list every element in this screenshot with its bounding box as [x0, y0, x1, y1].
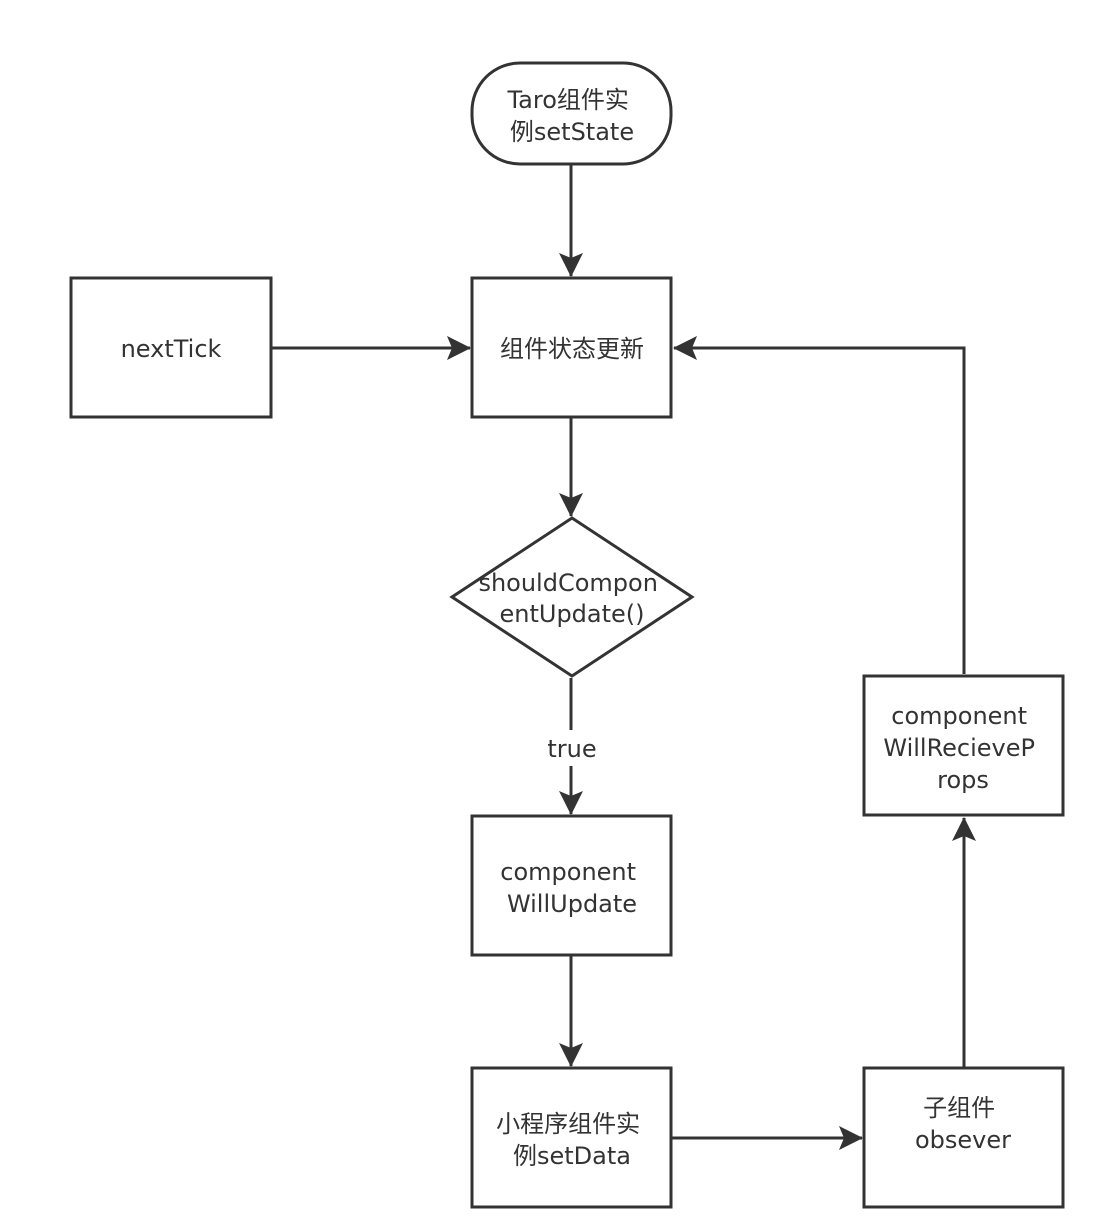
edges: true	[272, 165, 976, 1150]
node-child-observer: 子组件 obsever	[862, 1066, 1065, 1209]
node-update-state-shape	[470, 276, 673, 419]
node-set-data: 小程序组件实 例setData	[470, 1066, 673, 1209]
svg-text:component WillRecieveP: component WillRecieveP rops	[883, 702, 1042, 794]
node-nexttick: nextTick	[69, 276, 273, 419]
node-update-state-line-1: 组件状态更新	[500, 335, 644, 363]
edge-label-true: true	[547, 735, 596, 763]
node-child-observer-shape	[862, 1066, 1065, 1209]
node-will-receive-line-1: component	[891, 702, 1027, 730]
svg-text:component WillUpdate: component WillUpdate	[500, 858, 643, 918]
node-should-update-line-1: shouldCompon	[478, 569, 657, 597]
edge-label-bg	[540, 730, 602, 766]
node-set-data-shape	[470, 1066, 673, 1209]
node-will-update-line-2: WillUpdate	[507, 890, 637, 918]
node-will-update-line-1: component	[500, 858, 636, 886]
node-nexttick-line-1: nextTick	[121, 335, 222, 363]
edge-will-receive-to-update-state	[673, 336, 966, 674]
svg-text:shouldCompon entUpdate(): shouldCompon entUpdate()	[478, 569, 665, 628]
node-should-update: shouldCompon entUpdate()	[449, 516, 695, 678]
node-will-update-shape	[470, 814, 673, 957]
node-should-update-line-2: entUpdate()	[499, 600, 644, 628]
node-will-receive-line-3: rops	[937, 766, 989, 794]
svg-text:组件状态更新: 组件状态更新	[500, 335, 644, 363]
node-set-data-line-1: 小程序组件实	[496, 1110, 640, 1138]
svg-text:nextTick: nextTick	[121, 335, 222, 363]
node-should-update-shape	[449, 516, 695, 678]
node-child-observer-line-1: 子组件	[923, 1094, 995, 1122]
node-nexttick-shape	[69, 276, 273, 419]
node-will-receive: component WillRecieveP rops	[862, 674, 1065, 817]
node-will-receive-line-2: WillRecieveP	[883, 734, 1035, 762]
node-start: Taro组件实 例setState	[470, 61, 673, 166]
node-will-update: component WillUpdate	[470, 814, 673, 957]
node-update-state: 组件状态更新	[470, 276, 673, 419]
svg-text:子组件 obsever: 子组件 obsever	[915, 1094, 1011, 1154]
node-start-line-2: 例setState	[510, 118, 634, 146]
node-start-line-1: Taro组件实	[506, 86, 628, 114]
svg-text:Taro组件实 例setState: Taro组件实 例setState	[506, 86, 636, 146]
node-start-shape	[470, 61, 673, 166]
svg-text:小程序组件实 例setData: 小程序组件实 例setData	[496, 1110, 648, 1170]
node-will-receive-shape	[862, 674, 1065, 817]
node-child-observer-line-2: obsever	[915, 1126, 1011, 1154]
node-set-data-line-2: 例setData	[513, 1142, 631, 1170]
